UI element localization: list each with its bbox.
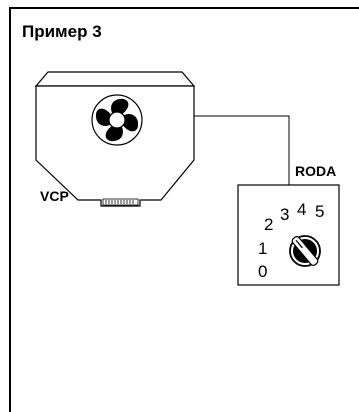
- example-title: Пример 3: [22, 22, 102, 41]
- roda-label: RODA: [295, 163, 337, 179]
- dial-number-0: 0: [258, 262, 268, 281]
- dial-number-5: 5: [315, 202, 325, 221]
- dial-number-1: 1: [258, 239, 268, 258]
- dial-number-4: 4: [297, 200, 307, 219]
- vcp-unit-lid: [34, 71, 196, 87]
- fan-icon: [91, 94, 143, 146]
- dial-number-3: 3: [280, 205, 290, 224]
- roda-box: [237, 184, 340, 286]
- dial-number-2: 2: [264, 215, 274, 234]
- vcp-label: VCP: [40, 188, 69, 204]
- connection-wire: [194, 115, 290, 185]
- rotary-knob-icon: [289, 235, 321, 267]
- example-panel: [9, 7, 359, 412]
- vcp-unit-body: [35, 85, 195, 207]
- vcp-grille: [102, 198, 139, 206]
